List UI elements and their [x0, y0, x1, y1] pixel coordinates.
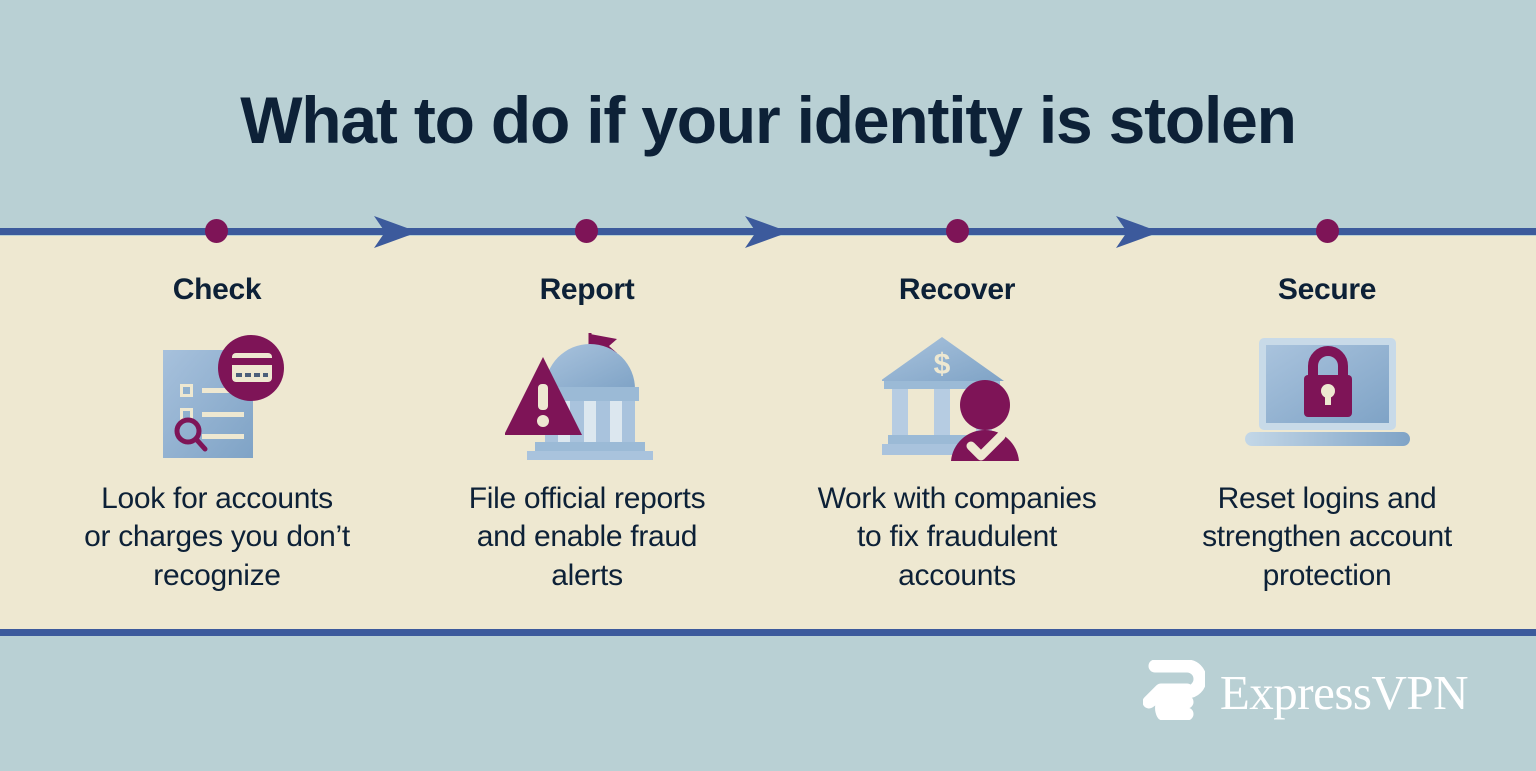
timeline-arrow-3 [1110, 210, 1166, 254]
timeline-arrow-2 [739, 210, 795, 254]
step-label-secure: Secure [1277, 273, 1377, 306]
document-checklist-magnifier-creditcard-icon [25, 325, 409, 465]
page-title: What to do if your identity is stolen [240, 83, 1297, 157]
expressvpn-wordmark: ExpressVPN [1219, 665, 1469, 720]
svg-text:$: $ [934, 348, 951, 381]
expressvpn-logo[interactable]: ExpressVPN [1142, 659, 1469, 725]
step-column-check: Check [25, 236, 409, 595]
bank-person-check-icon: $ [765, 325, 1149, 465]
step-column-report: Report [395, 236, 779, 595]
timeline-marker-recover [946, 219, 969, 243]
step-description-recover: Work with companies to fix fraudulent ac… [817, 482, 1097, 592]
step-label-report: Report [539, 273, 635, 306]
laptop-padlock-icon [1135, 325, 1519, 465]
step-label-check: Check [172, 273, 262, 306]
step-column-secure: Secure [1135, 236, 1519, 595]
timeline-rule-bottom [0, 629, 1536, 636]
step-label-recover: Recover [898, 273, 1016, 306]
step-description-report: File official reports and enable fraud a… [468, 482, 706, 592]
step-column-recover: Recover $ [765, 236, 1149, 595]
timeline-marker-secure [1316, 219, 1339, 243]
expressvpn-e-mark-icon [1142, 659, 1207, 725]
step-description-secure: Reset logins and strengthen account prot… [1202, 482, 1452, 592]
step-description-check: Look for accounts or charges you don’t r… [84, 482, 350, 592]
timeline-marker-check [205, 219, 228, 243]
government-building-warning-triangle-icon [395, 325, 779, 465]
timeline-marker-report [575, 219, 598, 243]
timeline-arrow-1 [368, 210, 424, 254]
